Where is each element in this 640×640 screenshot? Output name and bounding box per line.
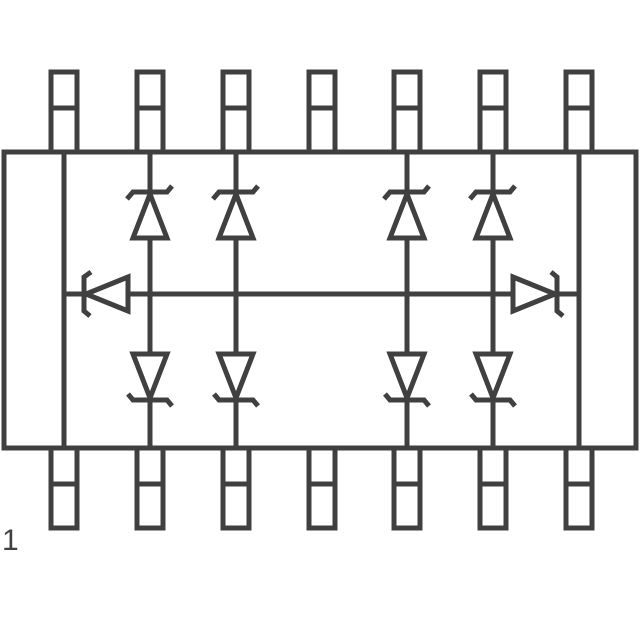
bottom-pin [134,445,166,531]
top-pins [48,69,595,155]
diode-triangle [386,187,428,241]
tvs-diode [211,184,260,241]
diode-triangle [215,187,257,241]
upper-diodes [125,184,517,241]
tvs-diode [469,351,517,408]
top-pin [391,69,423,155]
diode-triangle [510,273,562,315]
tvs-diode-right [510,270,565,318]
tvs-diode [383,351,431,408]
tvs-diode [212,351,260,408]
tvs-diode-left [79,269,131,318]
diode-cathode-bar [468,184,517,201]
diode-triangle [129,351,171,405]
channel-wires [147,152,496,448]
diode-triangle [472,351,514,405]
bus-diodes [79,269,565,318]
tvs-diode [468,184,517,241]
diode-triangle [386,351,428,405]
diode-cathode-bar [81,269,93,318]
bottom-pin [48,445,80,531]
diode-triangle [472,187,514,241]
top-pin [134,69,166,155]
diode-triangle [215,351,257,405]
diode-cathode-bar [126,392,174,408]
tvs-diode [382,184,431,241]
bottom-pin [477,445,509,531]
diode-cathode-bar [383,392,431,408]
diode-cathode-bar [469,392,517,408]
diode-cathode-bar [549,270,565,318]
diode-cathode-bar [212,392,260,408]
bottom-pin [220,445,252,531]
top-pin [306,69,338,155]
diode-triangle [129,187,171,241]
diode-cathode-bar [382,184,431,201]
bottom-pins [48,445,595,531]
lower-diodes [126,351,517,408]
tvs-diode [125,184,174,241]
diode-cathode-bar [211,184,260,201]
top-pin [477,69,509,155]
tvs-diode [126,351,174,408]
bottom-pin [391,445,423,531]
pin-1-label: 1 [2,524,19,557]
bottom-pin [563,445,595,531]
diode-triangle [79,273,131,315]
bottom-pin [306,445,338,531]
top-pin [48,69,80,155]
top-pin [220,69,252,155]
top-pin [563,69,595,155]
diode-cathode-bar [125,184,174,201]
